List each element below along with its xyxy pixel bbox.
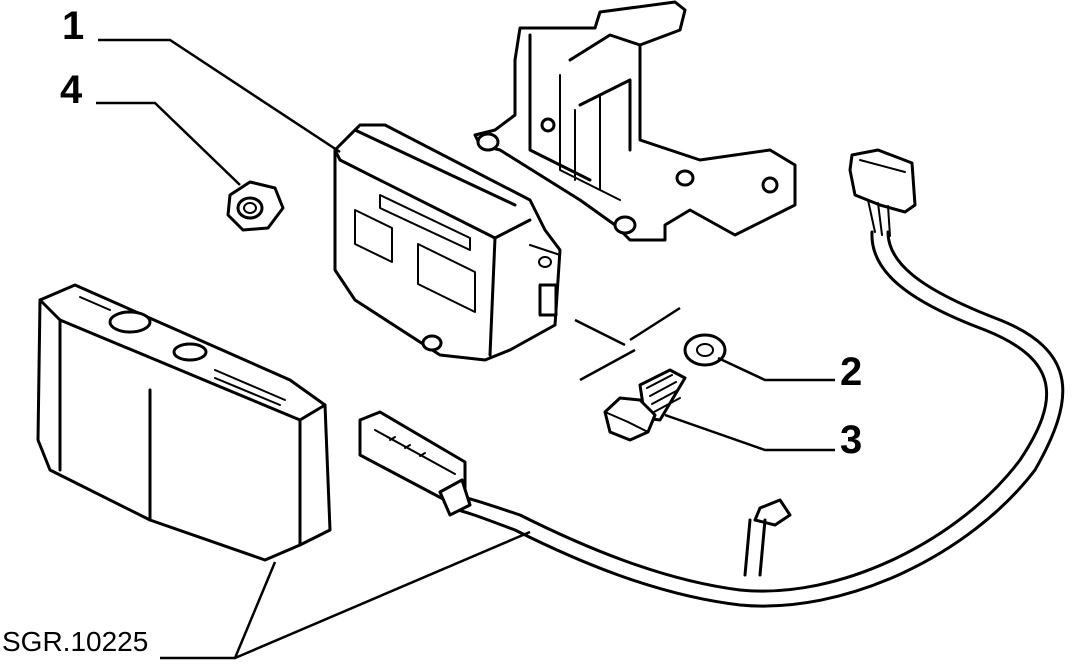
washer <box>683 333 727 367</box>
callout-3: 3 <box>840 418 863 462</box>
nut <box>226 180 285 232</box>
electronic-unit-cover <box>36 283 332 562</box>
bolt <box>603 368 687 442</box>
callout-1: 1 <box>62 4 85 48</box>
callout-2: 2 <box>840 350 863 394</box>
wiring-harness <box>358 148 1065 608</box>
leader-lines <box>96 38 835 660</box>
drawing-reference-code: SGR.10225 <box>2 626 149 657</box>
callout-4: 4 <box>60 68 83 112</box>
control-unit <box>333 123 562 362</box>
mounting-bracket <box>473 0 797 242</box>
assembly-guide-lines <box>574 306 681 382</box>
